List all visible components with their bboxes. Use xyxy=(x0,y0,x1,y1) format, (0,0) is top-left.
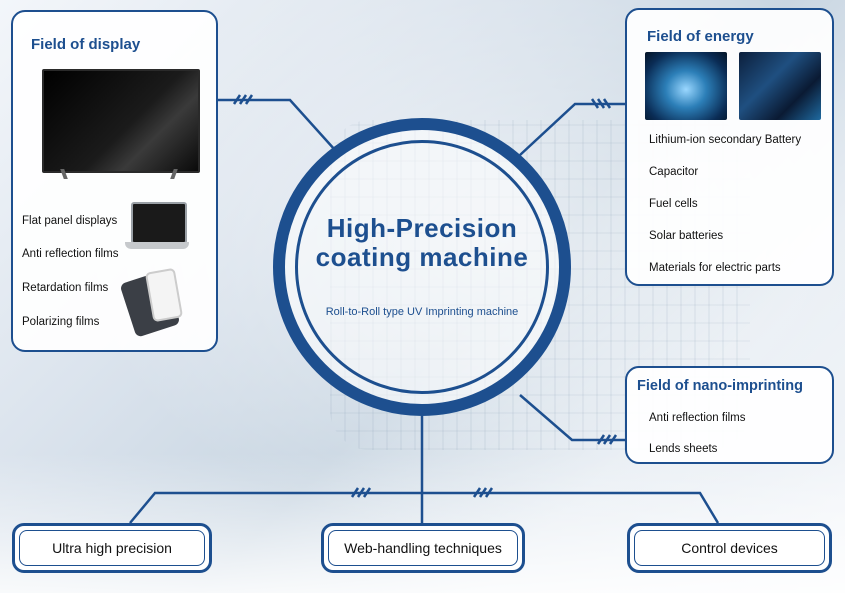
central-hub: High-Precision coating machine Roll-to-R… xyxy=(273,118,571,416)
energy-item: Solar batteries xyxy=(649,230,723,242)
control-devices-box: Control devices xyxy=(627,523,832,573)
ultra-high-precision-box: Ultra high precision xyxy=(12,523,212,573)
nano-imprinting-field-box: Field of nano-imprinting Anti reflection… xyxy=(625,366,834,464)
energy-item: Lithium-ion secondary Battery xyxy=(649,134,801,146)
tablet-image xyxy=(127,268,191,336)
energy-item: Capacitor xyxy=(649,166,698,178)
energy-item: Materials for electric parts xyxy=(649,262,781,274)
display-item: Retardation films xyxy=(22,282,108,294)
battery-car-image xyxy=(645,52,727,120)
web-handling-label: Web-handling techniques xyxy=(328,530,518,566)
hub-subtitle: Roll-to-Roll type UV Imprinting machine xyxy=(273,306,571,318)
circuit-board-image xyxy=(739,52,821,120)
display-item: Flat panel displays xyxy=(22,215,117,227)
control-devices-label: Control devices xyxy=(634,530,825,566)
laptop-image xyxy=(125,202,189,258)
nano-item: Anti reflection films xyxy=(649,412,746,424)
energy-item: Fuel cells xyxy=(649,198,698,210)
energy-field-title: Field of energy xyxy=(647,28,754,45)
hub-title-line2: coating machine xyxy=(273,243,571,272)
hub-title: High-Precision coating machine xyxy=(273,214,571,272)
nano-field-title: Field of nano-imprinting xyxy=(637,378,803,394)
energy-field-box: Field of energy Lithium-ion secondary Ba… xyxy=(625,8,834,286)
hub-title-line1: High-Precision xyxy=(273,214,571,243)
ultra-high-precision-label: Ultra high precision xyxy=(19,530,205,566)
display-item: Polarizing films xyxy=(22,316,99,328)
nano-item: Lends sheets xyxy=(649,443,717,455)
display-item: Anti reflection films xyxy=(22,248,119,260)
display-field-box: Field of display Flat panel displays Ant… xyxy=(11,10,218,352)
web-handling-box: Web-handling techniques xyxy=(321,523,525,573)
tv-image xyxy=(42,69,196,179)
display-field-title: Field of display xyxy=(31,36,140,53)
